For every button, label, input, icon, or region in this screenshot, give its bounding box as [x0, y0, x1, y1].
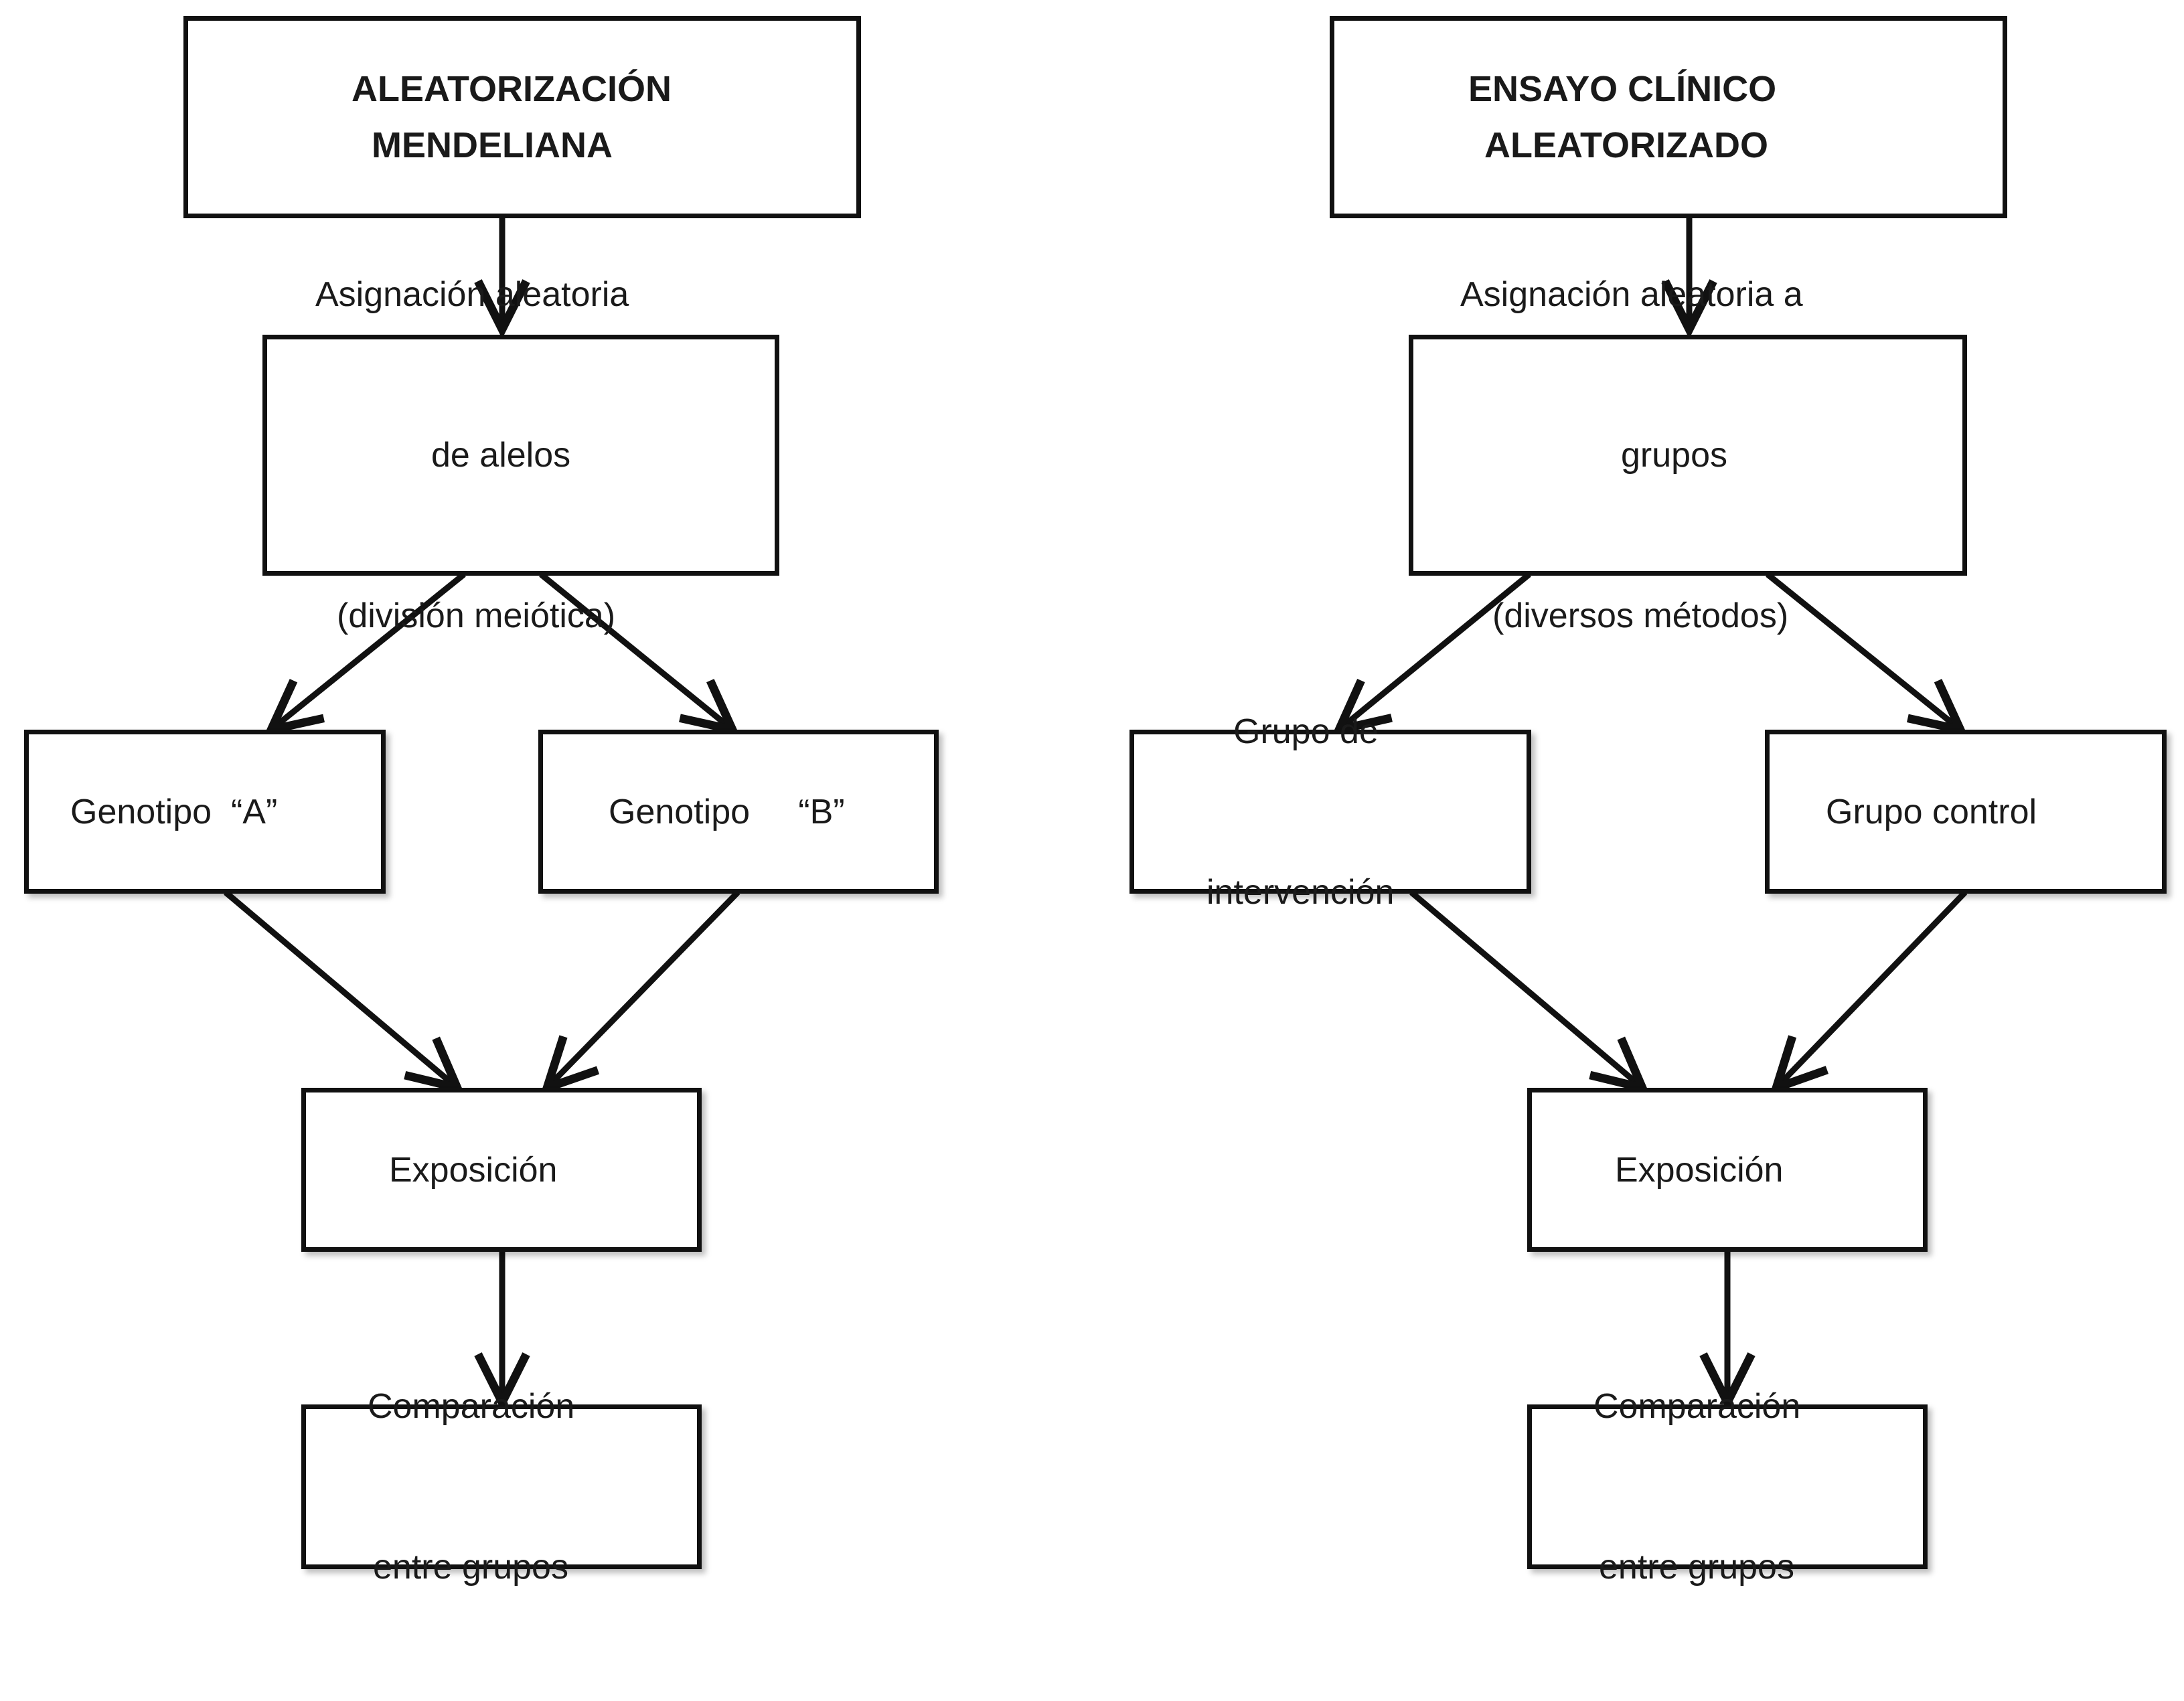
intervention-line-2: intervención — [1206, 872, 1395, 912]
exposure-label-left: Exposición — [389, 1150, 558, 1190]
assignment-line-3: (división meiótica) — [337, 596, 616, 635]
genotype-b-box: Genotipo “B” — [538, 730, 939, 894]
title-box-randomized-clinical-trial: ENSAYO CLÍNICO ALEATORIZADO — [1330, 16, 2007, 218]
arrow-assignment-to-genotype-b — [539, 572, 732, 730]
title-line-1-right: ENSAYO CLÍNICO — [1468, 69, 1777, 109]
assignment-line-2-right: grupos — [1621, 436, 1727, 475]
intervention-group-box: Grupo de intervención — [1129, 712, 1531, 912]
comparison-box-right: Comparación entre grupos — [1527, 1387, 1928, 1587]
arrow-control-to-exposure — [1776, 890, 1968, 1088]
title-line-1: ALEATORIZACIÓN — [352, 69, 672, 109]
exposure-box-left: Exposición — [301, 1088, 702, 1252]
comparison-box-left: Comparación entre grupos — [301, 1387, 702, 1587]
assignment-line-1-right: Asignación aleatoria a — [1460, 275, 1803, 314]
assignment-line-3-right: (diversos métodos) — [1492, 596, 1789, 635]
assignment-line-1: Asignación aleatoria — [315, 275, 629, 314]
exposure-box-right: Exposición — [1527, 1088, 1928, 1252]
title-box-mendelian-randomization: ALEATORIZACIÓN MENDELIANA — [183, 16, 861, 218]
flow-arrows — [224, 218, 2184, 1599]
comparison-line-2-right: entre grupos — [1599, 1548, 1794, 1587]
arrow-intervention-to-exposure — [1409, 890, 1642, 1088]
title-line-2: MENDELIANA — [372, 125, 613, 165]
intervention-line-1: Grupo de — [1233, 712, 1379, 751]
comparison-line-1-right: Comparación — [1593, 1387, 1801, 1426]
genotype-a-label: Genotipo “A” — [70, 792, 278, 831]
genotype-a-box: Genotipo “A” — [24, 730, 386, 894]
exposure-label-right: Exposición — [1615, 1150, 1784, 1190]
assignment-line-2: de alelos — [431, 436, 571, 475]
assignment-box-alleles: Asignación aleatoria de alelos (división… — [262, 275, 779, 635]
assignment-box-groups: Asignación aleatoria a grupos (diversos … — [1409, 275, 1967, 635]
arrow-assignment-to-genotype-a — [271, 572, 466, 730]
arrow-assignment-to-control — [1766, 572, 1960, 730]
comparison-line-2-left: entre grupos — [373, 1548, 568, 1587]
arrow-genotype-a-to-exposure — [224, 890, 457, 1088]
comparison-line-1-left: Comparación — [368, 1387, 575, 1426]
arrow-genotype-b-to-exposure — [547, 890, 740, 1088]
title-line-2-right: ALEATORIZADO — [1484, 125, 1768, 165]
genotype-b-label: Genotipo “B” — [609, 792, 845, 831]
arrow-assignment-to-intervention — [1339, 572, 1531, 730]
control-group-label: Grupo control — [1826, 792, 2037, 831]
control-group-box: Grupo control — [1765, 730, 2167, 894]
